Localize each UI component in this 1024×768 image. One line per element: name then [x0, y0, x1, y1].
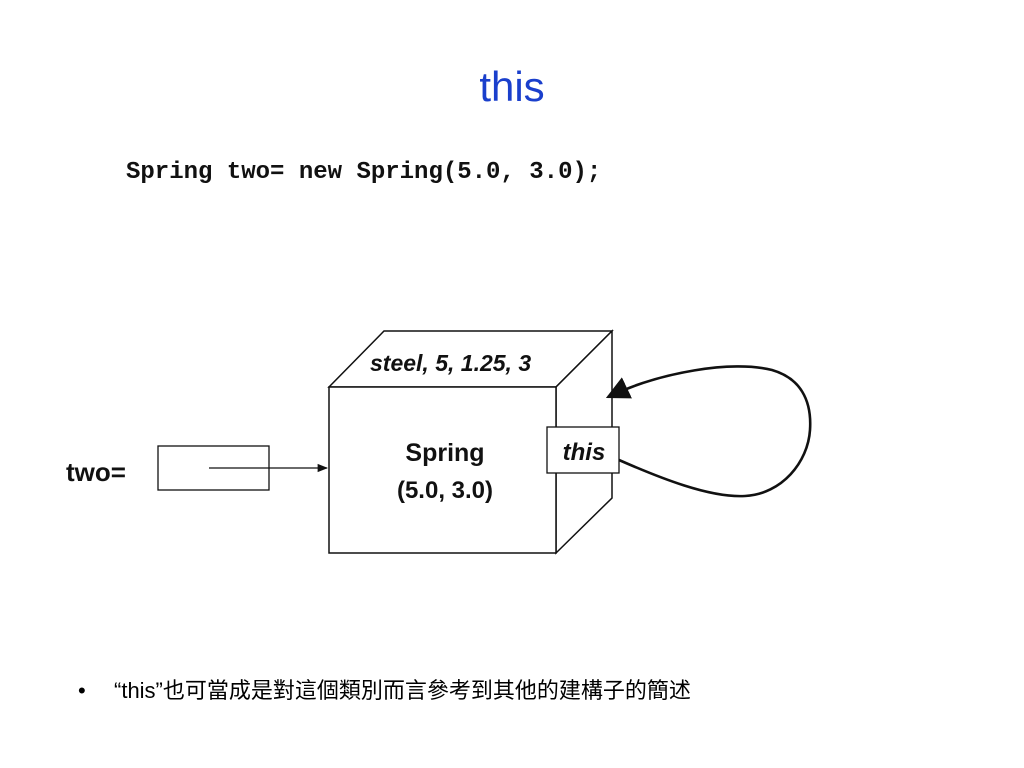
code-statement: Spring two= new Spring(5.0, 3.0); — [126, 159, 602, 186]
bullet-marker: • — [78, 678, 86, 703]
this-reference-label: this — [563, 439, 606, 466]
bullet-item: • “this”也可當成是對這個類別而言參考到其他的建構子的簡述 — [78, 676, 691, 706]
slide-title: this — [479, 63, 545, 110]
variable-label: two= — [66, 457, 126, 487]
this-reference-box — [546, 426, 620, 474]
object-constructor-args: (5.0, 3.0) — [397, 477, 493, 504]
object-box-front-face — [328, 386, 557, 554]
bullet-text: “this”也可當成是對這個類別而言參考到其他的建構子的簡述 — [114, 678, 691, 703]
object-fields-text: steel, 5, 1.25, 3 — [370, 350, 531, 376]
object-class-name: Spring — [405, 439, 484, 467]
self-reference-loop-arrow — [605, 365, 812, 498]
